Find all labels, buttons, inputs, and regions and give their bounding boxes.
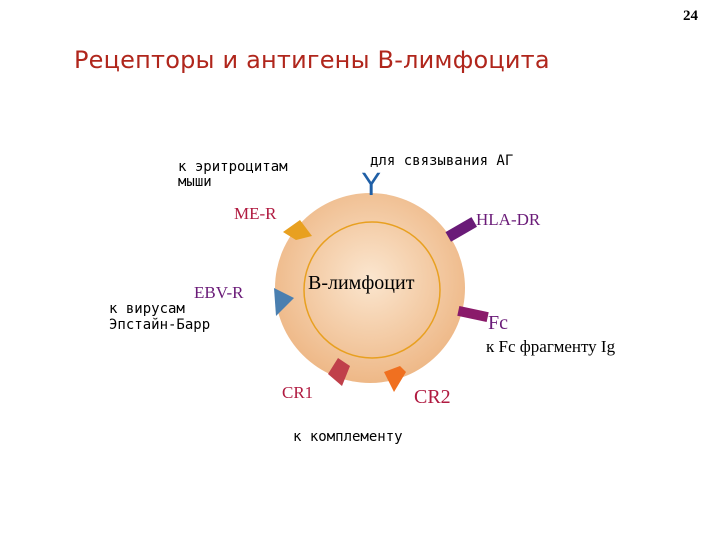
me-r-desc-line1: к эритроцитам [178, 159, 288, 175]
fc-desc: к Fc фрагменту Ig [486, 337, 616, 356]
hla-dr-receptor [445, 217, 477, 242]
cr1-receptor [328, 358, 350, 386]
me-r-label: ME-R [234, 204, 277, 223]
ebv-r-receptor [274, 288, 294, 316]
cr2-label: CR2 [414, 386, 451, 408]
cr2-receptor [384, 366, 406, 392]
cell-body [275, 193, 465, 383]
fc-label: Fc [488, 312, 508, 334]
slide-title: Рецепторы и антигены В-лимфоцита [74, 46, 550, 74]
me-r-receptor [283, 220, 312, 240]
cr1-label: CR1 [282, 383, 314, 402]
me-r-desc-line2: мыши [178, 174, 212, 190]
cell-label: В-лимфоцит [308, 272, 415, 294]
antigen-receptor-symbol: Y [362, 168, 381, 203]
ebv-r-desc-line1: к вирусам [109, 301, 185, 317]
antigen-binding-label: для связывания АГ [370, 153, 514, 169]
cell-nucleus-ring [303, 221, 441, 359]
hla-dr-label: HLA-DR [476, 210, 541, 229]
ebv-r-label: EBV-R [194, 283, 244, 302]
complement-desc: к комплементу [293, 429, 403, 445]
fc-receptor [457, 305, 489, 323]
ebv-r-desc-line2: Эпстайн-Барр [109, 317, 211, 333]
slide-number: 24 [683, 8, 698, 24]
